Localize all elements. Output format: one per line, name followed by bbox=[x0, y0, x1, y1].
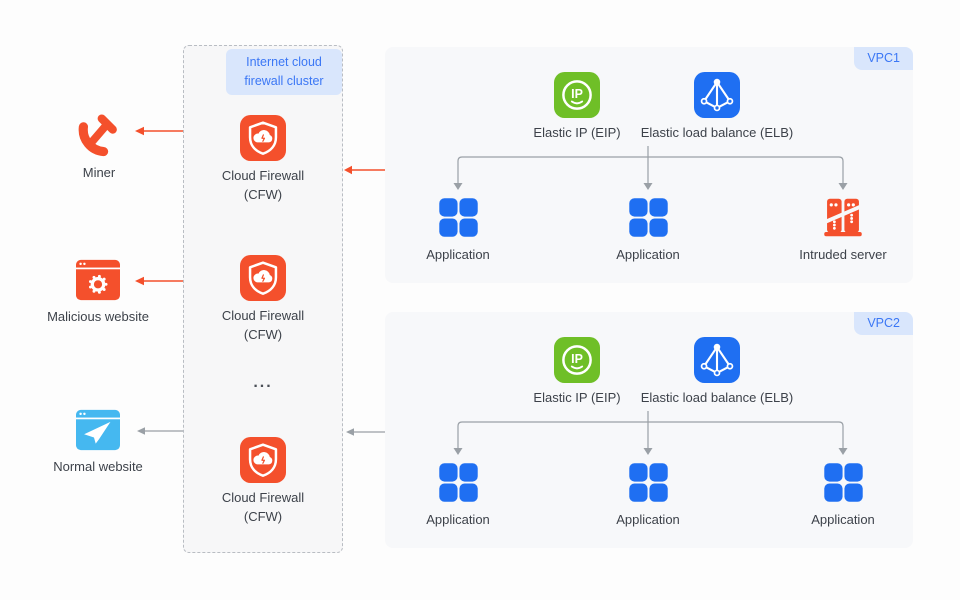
cluster-ellipsis: ... bbox=[253, 374, 273, 391]
cfw-node-1: Cloud Firewall (CFW) bbox=[183, 115, 343, 204]
source-miner-label: Miner bbox=[82, 165, 116, 180]
application-icon bbox=[626, 460, 671, 505]
vpc1-box: VPC1 Elastic IP (EIP) Elastic load balan… bbox=[385, 47, 913, 283]
eip-label: Elastic IP (EIP) bbox=[533, 390, 621, 405]
cfw-label-line2: (CFW) bbox=[243, 187, 283, 202]
cfw-label-line1: Cloud Firewall bbox=[221, 490, 305, 505]
eip-label: Elastic IP (EIP) bbox=[533, 125, 621, 140]
application-label: Application bbox=[426, 512, 490, 527]
vpc2-tag: VPC2 bbox=[854, 312, 913, 336]
cluster-tag: Internet cloud firewall cluster bbox=[226, 49, 342, 95]
elastic-ip-icon bbox=[554, 337, 600, 383]
cfw-label-line2: (CFW) bbox=[243, 327, 283, 342]
intruded-server-label: Intruded server bbox=[799, 247, 887, 262]
elastic-load-balance-icon bbox=[694, 337, 740, 383]
arrow-vpc1-to-cluster bbox=[344, 165, 385, 175]
elb-label: Elastic load balance (ELB) bbox=[640, 125, 794, 140]
vpc1-tag: VPC1 bbox=[854, 47, 913, 71]
elastic-ip-icon bbox=[554, 72, 600, 118]
cfw-node-3: Cloud Firewall (CFW) bbox=[183, 437, 343, 526]
elb-label: Elastic load balance (ELB) bbox=[640, 390, 794, 405]
intruded-server-icon bbox=[820, 195, 866, 240]
vpc2-target-2: Application bbox=[568, 460, 728, 529]
source-normal-website: Normal website bbox=[18, 408, 178, 476]
cloud-firewall-icon bbox=[240, 255, 286, 301]
source-malicious-website: Malicious website bbox=[18, 258, 178, 326]
vpc2-elb: Elastic load balance (ELB) bbox=[637, 337, 797, 407]
cloud-firewall-icon bbox=[240, 437, 286, 483]
internet-cloud-firewall-cluster-box: Internet cloud firewall cluster Cloud Fi… bbox=[183, 45, 343, 553]
vpc1-eip: Elastic IP (EIP) bbox=[497, 72, 657, 142]
vpc1-target-1: Application bbox=[378, 195, 538, 264]
arrow-vpc2-to-cluster bbox=[346, 428, 385, 436]
application-icon bbox=[436, 195, 481, 240]
vpc2-target-1: Application bbox=[378, 460, 538, 529]
source-miner: Miner bbox=[19, 114, 179, 182]
cfw-label-line2: (CFW) bbox=[243, 509, 283, 524]
application-icon bbox=[821, 460, 866, 505]
vpc2-box: VPC2 Elastic IP (EIP) Elastic load balan… bbox=[385, 312, 913, 548]
elastic-load-balance-icon bbox=[694, 72, 740, 118]
cfw-label-line1: Cloud Firewall bbox=[221, 308, 305, 323]
cloud-firewall-icon bbox=[240, 115, 286, 161]
vpc1-target-3: Intruded server bbox=[763, 195, 923, 264]
cfw-node-2: Cloud Firewall (CFW) bbox=[183, 255, 343, 344]
application-icon bbox=[436, 460, 481, 505]
malicious-website-icon bbox=[75, 258, 121, 302]
vpc2-eip: Elastic IP (EIP) bbox=[497, 337, 657, 407]
miner-icon bbox=[77, 114, 121, 158]
application-icon bbox=[626, 195, 671, 240]
vpc1-elb: Elastic load balance (ELB) bbox=[637, 72, 797, 142]
vpc2-target-3: Application bbox=[763, 460, 923, 529]
source-malicious-website-label: Malicious website bbox=[47, 309, 149, 324]
cfw-label-line1: Cloud Firewall bbox=[221, 168, 305, 183]
application-label: Application bbox=[426, 247, 490, 262]
application-label: Application bbox=[616, 247, 680, 262]
vpc1-target-2: Application bbox=[568, 195, 728, 264]
application-label: Application bbox=[811, 512, 875, 527]
normal-website-icon bbox=[75, 408, 121, 452]
source-normal-website-label: Normal website bbox=[53, 459, 143, 474]
application-label: Application bbox=[616, 512, 680, 527]
